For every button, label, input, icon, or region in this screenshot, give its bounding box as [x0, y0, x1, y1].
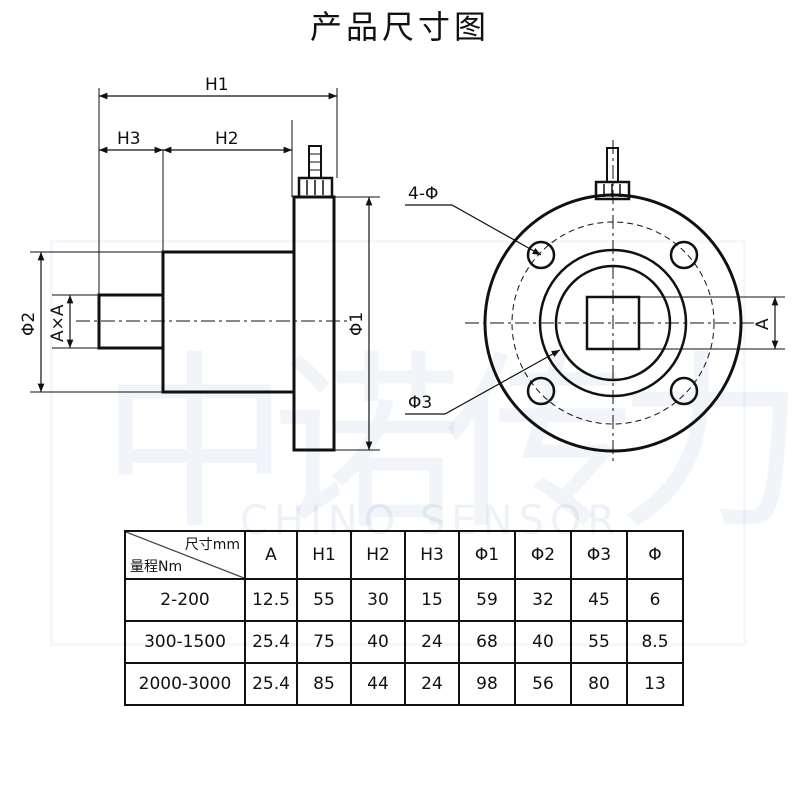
leader-bolt-holes — [405, 204, 542, 256]
value-cell: 75 — [296, 620, 352, 664]
value-cell: 25.4 — [244, 662, 298, 706]
range-cell: 2-200 — [124, 578, 246, 622]
bolt-hole-top-left — [526, 240, 556, 270]
value-cell: 55 — [296, 578, 352, 622]
bolt-hole-bottom-right — [669, 376, 699, 406]
value-cell: 30 — [350, 578, 406, 622]
value-cell: 45 — [570, 578, 628, 622]
header-phi: Φ — [626, 530, 684, 580]
corner-label-dimension: 尺寸mm — [184, 537, 240, 553]
bolt-hole-bottom-left — [526, 376, 556, 406]
value-cell: 98 — [458, 662, 516, 706]
side-view — [30, 88, 380, 452]
flange-outline — [292, 195, 336, 452]
bolt-hole-top-right — [669, 240, 699, 270]
table-corner-cell: 尺寸mm 量程Nm — [124, 530, 246, 580]
value-cell: 56 — [514, 662, 572, 706]
label-h3: H3 — [117, 129, 141, 149]
value-cell: 85 — [296, 662, 352, 706]
value-cell: 40 — [514, 620, 572, 664]
label-h1: H1 — [205, 75, 229, 95]
front-view — [405, 140, 785, 465]
range-cell: 300-1500 — [124, 620, 246, 664]
value-cell: 32 — [514, 578, 572, 622]
value-cell: 40 — [350, 620, 406, 664]
page-title: 产品尺寸图 — [309, 8, 490, 46]
label-a: A — [753, 318, 773, 330]
value-cell: 24 — [404, 620, 460, 664]
header-h2: H2 — [350, 530, 406, 580]
label-phi1: Φ1 — [347, 312, 367, 336]
value-cell: 59 — [458, 578, 516, 622]
spec-table: 尺寸mm 量程Nm A H1 H2 H3 Φ1 Φ2 Φ3 Φ 2-200 12… — [124, 530, 684, 706]
header-h3: H3 — [404, 530, 460, 580]
corner-label-range: 量程Nm — [130, 559, 183, 575]
value-cell: 6 — [626, 578, 684, 622]
value-cell: 24 — [404, 662, 460, 706]
range-cell: 2000-3000 — [124, 662, 246, 706]
label-phi3: Φ3 — [408, 393, 432, 413]
value-cell: 80 — [570, 662, 628, 706]
table-row: 2000-3000 25.4 85 44 24 98 56 80 13 — [124, 662, 684, 706]
header-h1: H1 — [296, 530, 352, 580]
leader-phi3 — [405, 349, 561, 415]
value-cell: 12.5 — [244, 578, 298, 622]
header-a: A — [244, 530, 298, 580]
value-cell: 15 — [404, 578, 460, 622]
body-outline — [161, 250, 296, 394]
label-phi2: Φ2 — [19, 312, 39, 336]
label-h2: H2 — [215, 129, 239, 149]
header-phi2: Φ2 — [514, 530, 572, 580]
label-axa: A×A — [48, 304, 68, 342]
front-view-labels: 4-Φ Φ3 A — [408, 184, 773, 413]
value-cell: 13 — [626, 662, 684, 706]
value-cell: 68 — [458, 620, 516, 664]
table-header-row: 尺寸mm 量程Nm A H1 H2 H3 Φ1 Φ2 Φ3 Φ — [124, 530, 684, 580]
value-cell: 44 — [350, 662, 406, 706]
value-cell: 8.5 — [626, 620, 684, 664]
table-row: 300-1500 25.4 75 40 24 68 40 55 8.5 — [124, 620, 684, 664]
side-view-labels: H1 H3 H2 Φ2 A×A Φ1 — [19, 75, 367, 342]
header-phi3: Φ3 — [570, 530, 628, 580]
table-row: 2-200 12.5 55 30 15 59 32 45 6 — [124, 578, 684, 622]
value-cell: 55 — [570, 620, 628, 664]
label-bolt-holes: 4-Φ — [408, 184, 438, 204]
value-cell: 25.4 — [244, 620, 298, 664]
header-phi1: Φ1 — [458, 530, 516, 580]
